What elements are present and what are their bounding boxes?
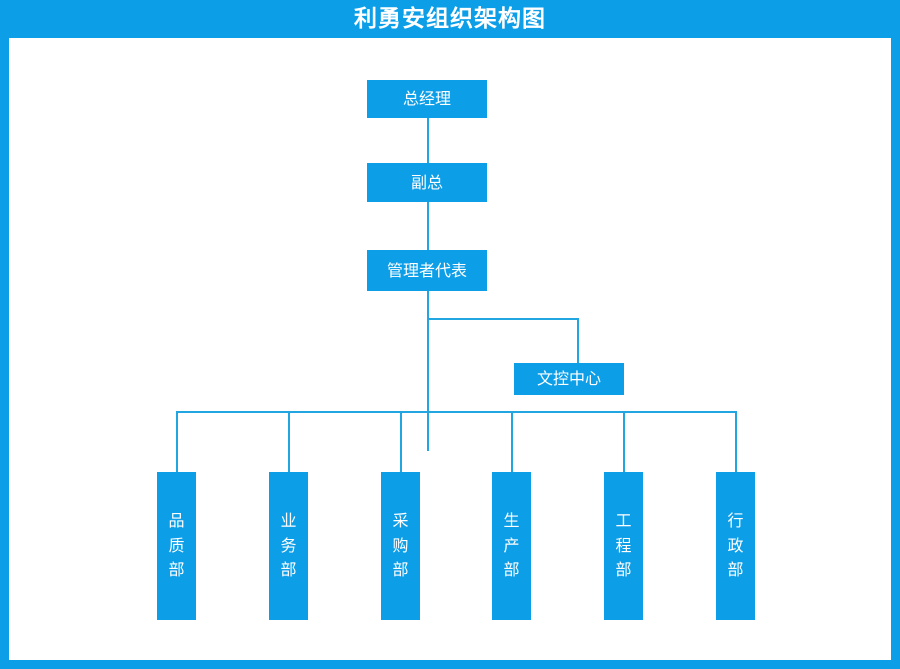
chart-canvas: 总经理 副总 管理者代表 文控中心 品 质 部 业 务 部 采 购 部 生 产 [9,38,891,660]
node-department-administration-char-2: 政 [727,535,744,555]
node-department-business-char-3: 部 [280,560,297,580]
connector-drop-business [288,411,290,472]
node-department-business-char-2: 务 [280,535,297,555]
page-title: 利勇安组织架构图 [354,6,546,32]
node-department-production-char-3: 部 [503,560,520,580]
node-department-quality-char-1: 品 [168,510,185,530]
node-management-representative-label: 管理者代表 [386,260,467,280]
connector-gm-to-vgm [427,118,429,163]
node-department-engineering-char-1: 工 [615,510,632,530]
node-department-purchasing-char-3: 部 [392,560,409,580]
connector-mr-to-dcc-horizontal [427,318,579,320]
node-department-administration[interactable]: 行 政 部 [716,472,755,620]
node-management-representative[interactable]: 管理者代表 [367,250,487,291]
node-department-administration-char-1: 行 [727,510,744,530]
node-department-business[interactable]: 业 务 部 [269,472,308,620]
node-department-engineering[interactable]: 工 程 部 [604,472,643,620]
connector-dcc-drop [577,318,579,363]
node-department-engineering-char-3: 部 [615,560,632,580]
node-vice-general-manager-label: 副总 [410,172,443,192]
connector-drop-quality [176,411,178,472]
node-document-control-center[interactable]: 文控中心 [514,363,624,395]
node-department-purchasing-char-1: 采 [392,510,409,530]
node-department-business-char-1: 业 [280,510,297,530]
node-general-manager[interactable]: 总经理 [367,80,487,118]
title-bar: 利勇安组织架构图 [0,0,900,38]
node-document-control-center-label: 文控中心 [536,369,601,389]
connector-mr-stem [427,291,429,451]
node-department-engineering-char-2: 程 [615,535,632,555]
connector-vgm-to-mr [427,202,429,250]
node-department-purchasing-char-2: 购 [392,535,409,555]
node-department-production[interactable]: 生 产 部 [492,472,531,620]
node-department-quality-char-2: 质 [168,535,185,555]
node-department-production-char-2: 产 [503,535,520,555]
connector-drop-administration [735,411,737,472]
node-department-quality[interactable]: 品 质 部 [157,472,196,620]
node-department-purchasing[interactable]: 采 购 部 [381,472,420,620]
node-department-production-char-1: 生 [503,510,520,530]
node-department-quality-char-3: 部 [168,560,185,580]
node-department-administration-char-3: 部 [727,560,744,580]
connector-drop-production [511,411,513,472]
connector-department-bus [176,411,736,413]
node-vice-general-manager[interactable]: 副总 [367,163,487,202]
connector-drop-engineering [623,411,625,472]
connector-drop-purchasing [400,411,402,472]
node-general-manager-label: 总经理 [402,89,451,109]
